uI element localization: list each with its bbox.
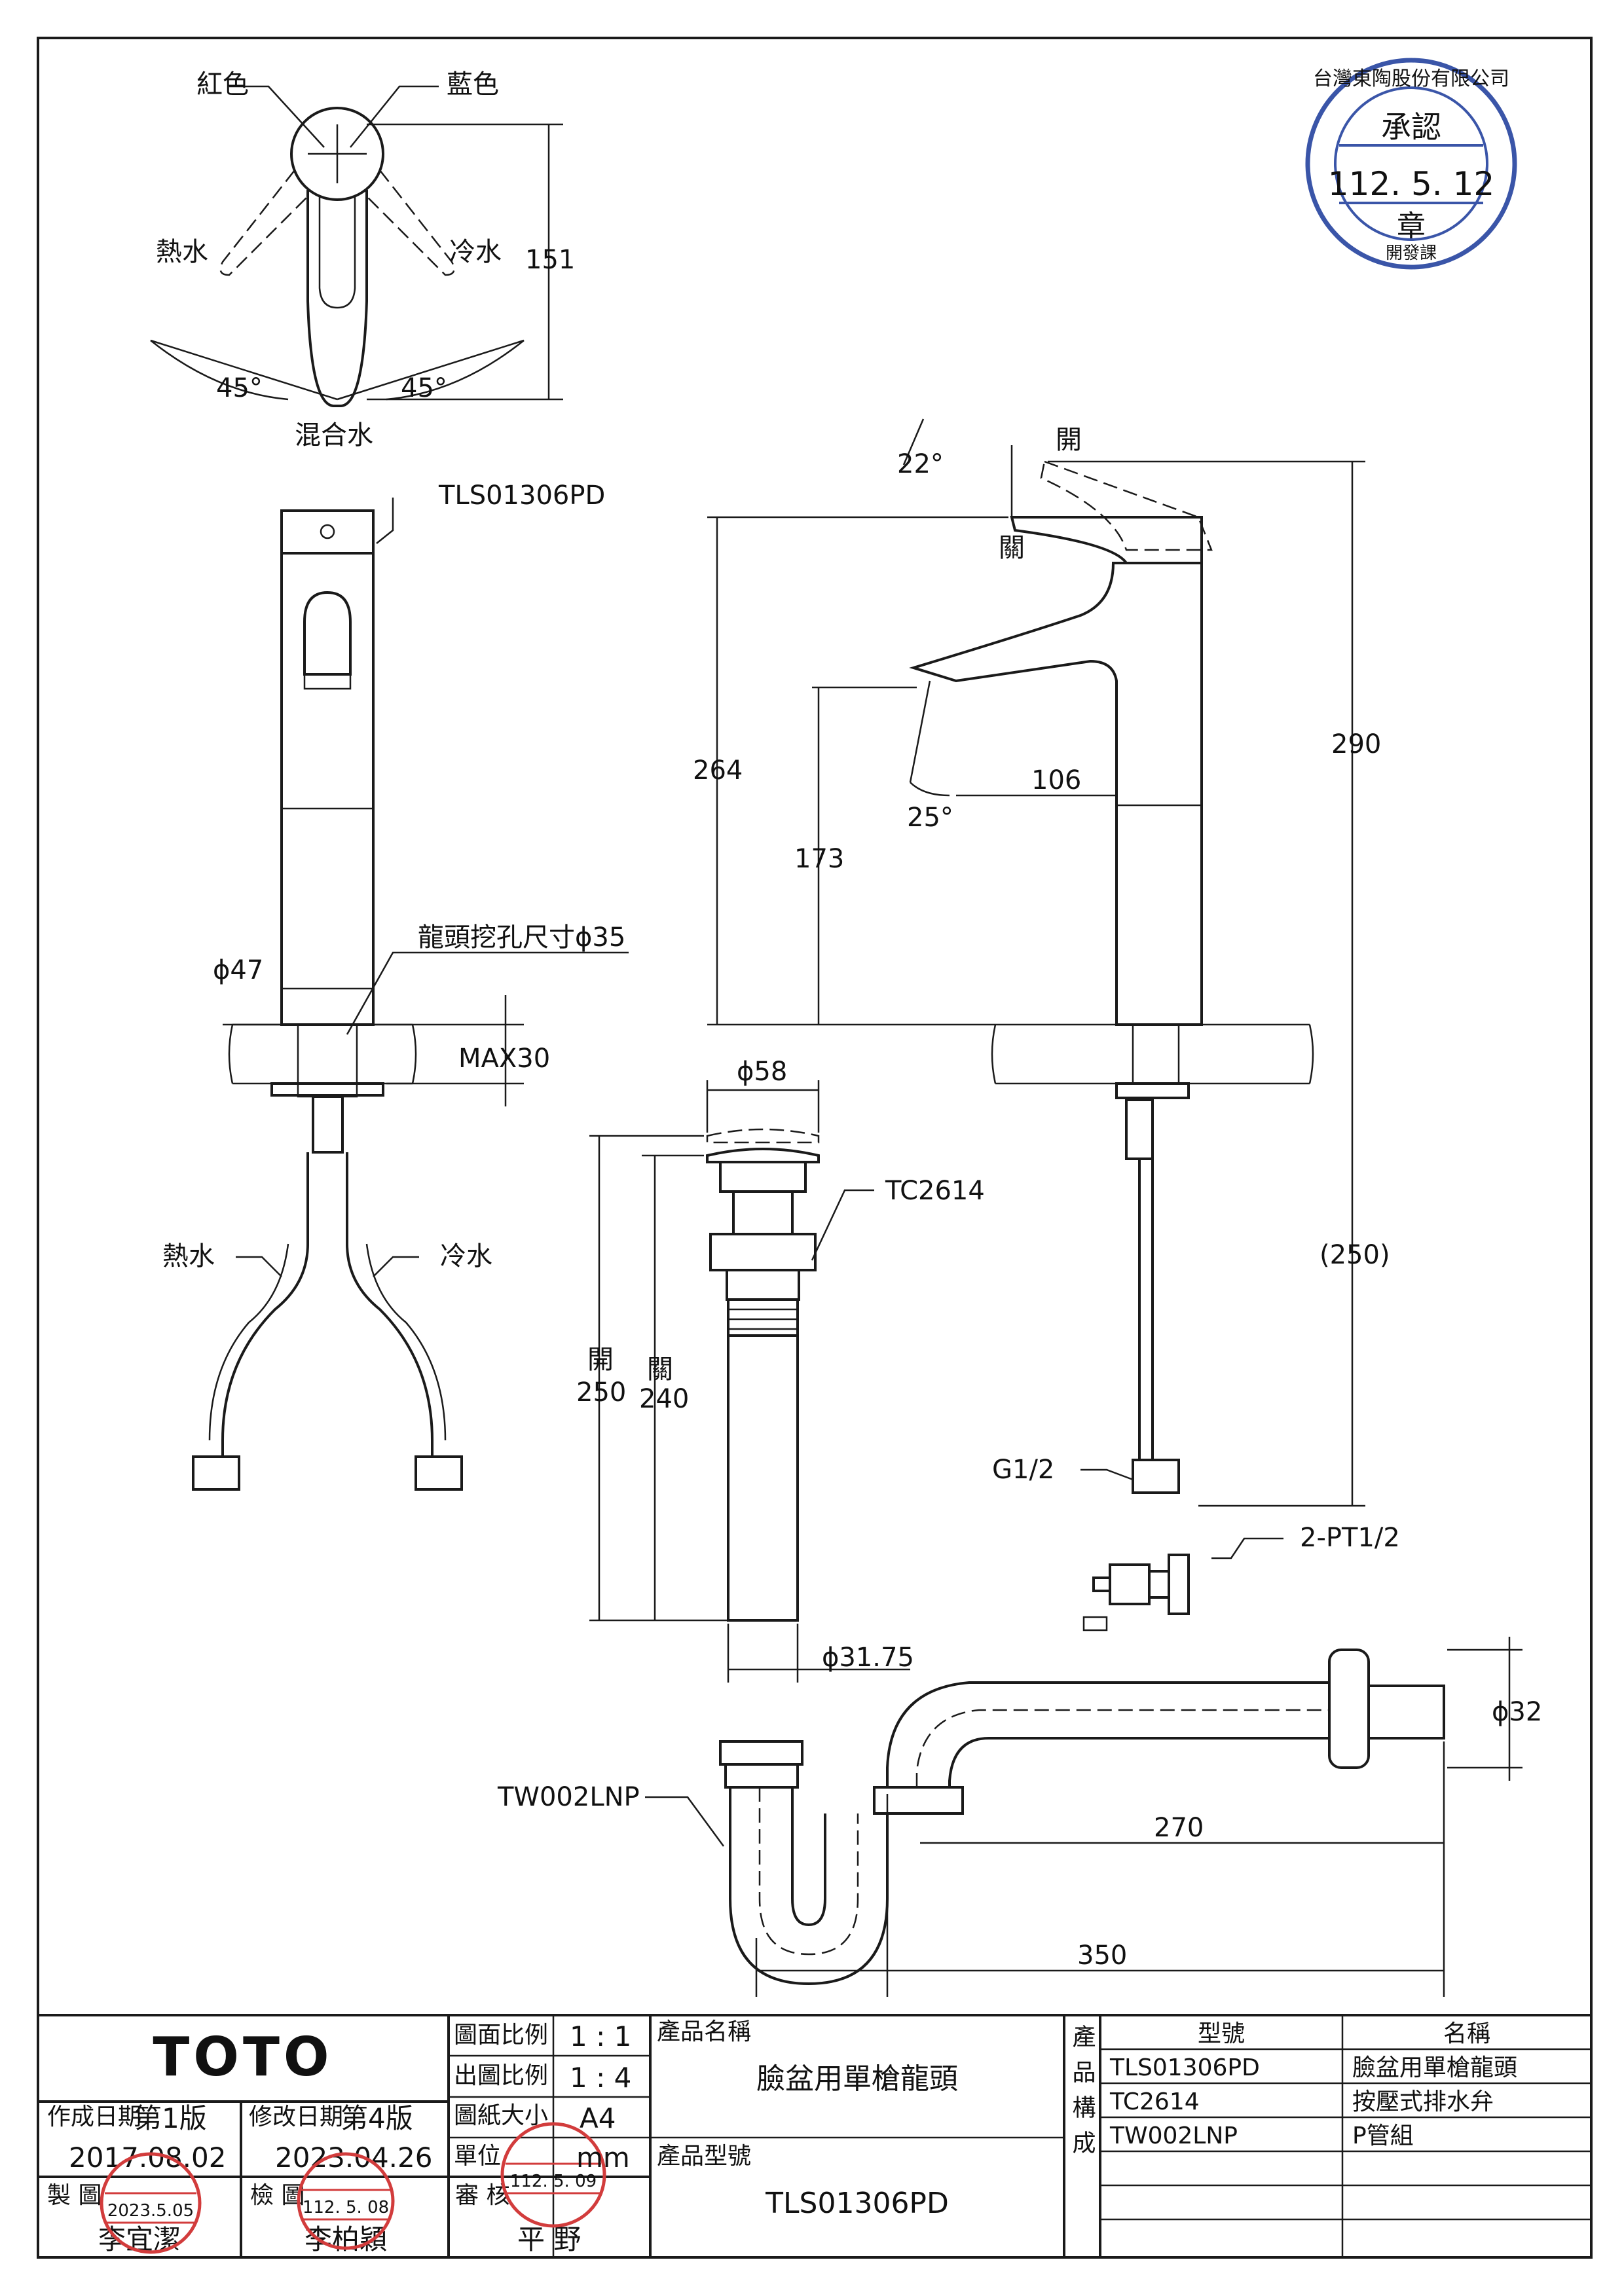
- max-30: MAX30: [458, 1044, 550, 1074]
- product-name: 臉盆用單槍龍頭: [756, 2062, 958, 2096]
- angle-22: 22°: [897, 449, 944, 479]
- created-version: 第1版: [134, 2102, 207, 2134]
- dim-250: 250: [576, 1377, 626, 1408]
- angle-25: 25°: [907, 803, 953, 833]
- trap-view: TW002LNP ϕ32 270 350: [497, 1637, 1542, 1997]
- approved-name: 平 野: [517, 2223, 581, 2255]
- unit-value: mm: [576, 2141, 630, 2174]
- red-label: 紅色: [196, 69, 249, 100]
- top-view: 紅色 藍色 熱水 冷水 45° 45° 混合水 151: [150, 69, 575, 450]
- checked-stamp: 112. 5. 08: [297, 2152, 395, 2250]
- product-model: TLS01306PD: [765, 2187, 949, 2220]
- drawn-stamp: 2023.5.05: [100, 2152, 202, 2254]
- pt-label: 2-PT1/2: [1300, 1523, 1400, 1553]
- paper-label: 圖紙大小: [454, 2102, 548, 2129]
- out-scale-value: 1 : 4: [570, 2062, 631, 2094]
- dia-47: ϕ47: [213, 955, 263, 985]
- front-model-label: TLS01306PD: [438, 481, 605, 511]
- row-2-name: 按壓式排水弁: [1352, 2088, 1494, 2115]
- revised-version: 第4版: [341, 2102, 413, 2134]
- close-label: 關: [999, 533, 1025, 563]
- g-label: G1/2: [992, 1455, 1054, 1485]
- dia-58: ϕ58: [737, 1057, 787, 1087]
- dim-106: 106: [1031, 765, 1081, 795]
- composition-label: 產品構成: [1069, 2024, 1096, 2166]
- front-view: TLS01306PD 龍頭挖孔尺寸ϕ35 ϕ47 MAX30 熱水 冷水: [162, 481, 629, 1491]
- dim-250-paren: (250): [1320, 1240, 1390, 1270]
- paper-value: A4: [580, 2102, 616, 2134]
- open-label: 開: [1056, 425, 1082, 455]
- row-1-model: TLS01306PD: [1109, 2054, 1260, 2081]
- scale-value: 1 : 1: [570, 2020, 631, 2052]
- dia-31-75: ϕ31.75: [822, 1643, 914, 1673]
- checked-label: 檢 圖: [250, 2182, 304, 2209]
- angle-left: 45°: [216, 373, 263, 403]
- angle-right: 45°: [401, 373, 447, 403]
- scale-label: 圖面比例: [454, 2022, 548, 2049]
- revised-label: 修改日期: [249, 2104, 343, 2130]
- top-cold-label: 冷水: [449, 237, 502, 267]
- top-hot-label: 熱水: [156, 237, 208, 267]
- drain-close-label: 關: [647, 1355, 673, 1385]
- product-name-label: 產品名稱: [657, 2018, 751, 2045]
- stamp-footer: 開發課: [1386, 244, 1437, 263]
- approved-stamp-date: 112. 5. 09: [510, 2172, 597, 2191]
- drain-open-label: 開: [587, 1345, 614, 1375]
- dim-264: 264: [693, 756, 743, 786]
- revised-date: 2023.04.26: [275, 2141, 432, 2174]
- created-label: 作成日期: [47, 2104, 141, 2130]
- col-name: 名稱: [1443, 2020, 1490, 2047]
- col-model: 型號: [1198, 2020, 1245, 2047]
- toto-logo: TOTO: [153, 2026, 333, 2088]
- front-cold-label: 冷水: [440, 1241, 492, 1271]
- drawn-label: 製 圖: [47, 2182, 101, 2209]
- stamp-company: 台灣東陶股份有限公司: [1313, 67, 1509, 90]
- dia-32: ϕ32: [1492, 1697, 1542, 1727]
- approval-stamp: 台灣東陶股份有限公司 承認 112. 5. 12 章 開發課: [1305, 58, 1517, 270]
- hole-label: 龍頭挖孔尺寸ϕ35: [418, 922, 625, 953]
- stamp-date: 112. 5. 12: [1328, 165, 1494, 203]
- product-model-label: 產品型號: [657, 2143, 751, 2170]
- front-hot-label: 熱水: [162, 1241, 215, 1271]
- checked-stamp-date: 112. 5. 08: [303, 2198, 389, 2217]
- unit-label: 單位: [454, 2143, 501, 2170]
- mix-label: 混合水: [295, 420, 373, 450]
- dim-151: 151: [525, 245, 575, 275]
- created-date: 2017.08.02: [69, 2141, 226, 2174]
- row-3-name: P管組: [1352, 2123, 1414, 2149]
- dim-350: 350: [1077, 1941, 1127, 1971]
- dim-270: 270: [1154, 1813, 1204, 1843]
- row-1-name: 臉盆用單槍龍頭: [1352, 2054, 1517, 2081]
- drain-model-label: TC2614: [885, 1176, 985, 1206]
- drawn-stamp-date: 2023.5.05: [107, 2201, 194, 2221]
- drain-view: ϕ58 TC2614 開 250 關 240 ϕ31.75: [576, 1057, 985, 1683]
- dim-240: 240: [639, 1384, 689, 1414]
- stamp-seal: 章: [1397, 210, 1426, 243]
- dim-173: 173: [794, 844, 844, 874]
- side-view: 開 關 22° 25° 264 290 173 106 (250) G1/2 2…: [693, 418, 1400, 1631]
- approved-stamp: 112. 5. 09: [500, 2122, 606, 2228]
- row-2-model: TC2614: [1109, 2088, 1200, 2115]
- title-block: TOTO 作成日期 第1版 2017.08.02 修改日期 第4版 2023.0…: [37, 2014, 1593, 2259]
- blue-label: 藍色: [447, 69, 499, 100]
- stamp-title: 承認: [1381, 109, 1441, 145]
- out-scale-label: 出圖比例: [454, 2062, 548, 2089]
- row-3-model: TW002LNP: [1109, 2123, 1238, 2149]
- approved-label: 審 核: [455, 2182, 509, 2209]
- trap-model-label: TW002LNP: [497, 1782, 640, 1812]
- dim-290: 290: [1331, 729, 1381, 759]
